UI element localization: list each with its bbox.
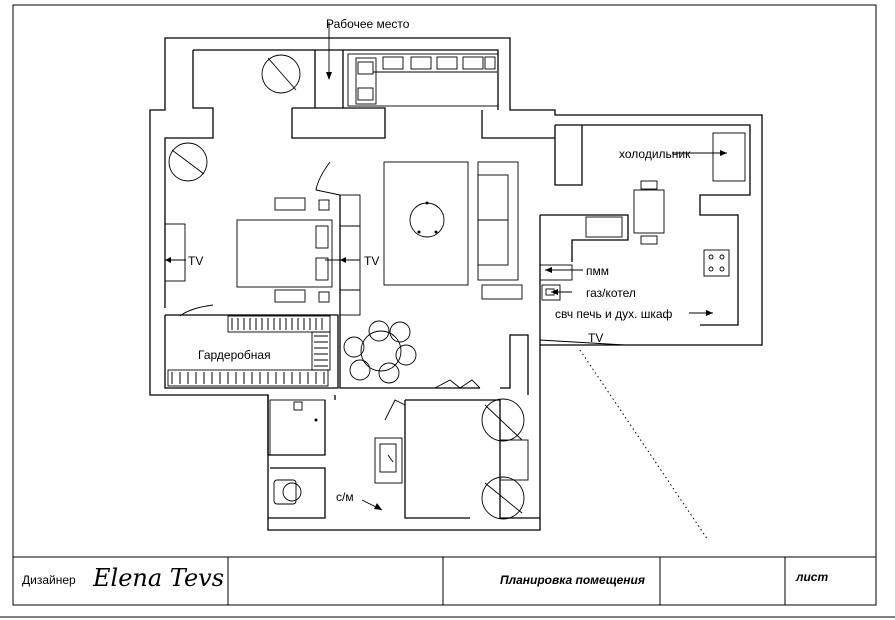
sheet-title: Планировка помещения bbox=[500, 573, 645, 587]
walls bbox=[149, 37, 763, 531]
leader-arrows bbox=[361, 150, 727, 511]
label-tv-kitchen: TV bbox=[588, 331, 603, 345]
sheet-label: лист bbox=[795, 570, 828, 584]
label-boiler: газ/котел bbox=[586, 286, 636, 300]
designer-label: Дизайнер bbox=[22, 573, 76, 587]
label-tv-left: TV bbox=[188, 254, 203, 268]
designer-signature: Elena Tevs bbox=[92, 564, 224, 592]
furniture bbox=[164, 22, 746, 541]
label-fridge: холодильник bbox=[619, 147, 691, 161]
label-washer: с/м bbox=[336, 490, 354, 504]
label-dishwasher: пмм bbox=[586, 264, 609, 278]
doors bbox=[179, 161, 481, 421]
wardrobe-hatching bbox=[171, 318, 328, 384]
title-block bbox=[13, 556, 876, 605]
label-workplace: Рабочее место bbox=[326, 17, 410, 31]
label-oven: свч печь и дух. шкаф bbox=[555, 307, 673, 321]
drawing-frame bbox=[12, 4, 877, 606]
label-tv-center: TV bbox=[364, 254, 379, 268]
label-wardrobe: Гардеробная bbox=[198, 348, 271, 362]
